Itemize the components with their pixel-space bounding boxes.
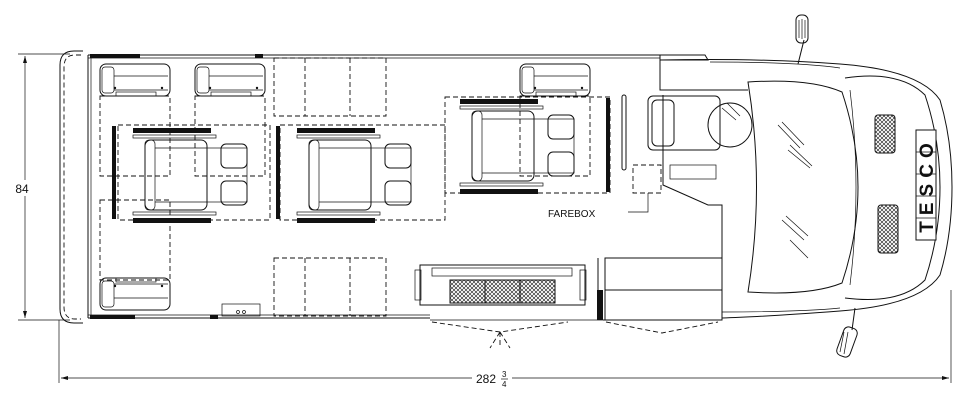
driver-seat	[647, 95, 753, 151]
floor-area-bottom	[273, 257, 387, 317]
passenger-seat	[194, 63, 266, 97]
farebox	[632, 164, 662, 194]
wheelchair	[132, 127, 248, 224]
farebox-label: FAREBOX	[548, 209, 596, 220]
length-dimension-whole: 282	[476, 372, 496, 386]
wheelchair-bay	[279, 124, 446, 221]
wheelchair-lift	[414, 264, 587, 306]
rear-door-swing	[431, 321, 569, 349]
bus-body	[87, 54, 722, 321]
wheelchair	[459, 98, 575, 195]
heater-box	[221, 303, 261, 317]
front-door-swing	[605, 321, 719, 334]
hood	[844, 75, 941, 301]
side-mirror-top	[795, 14, 809, 65]
passenger-seat	[99, 277, 171, 311]
length-dimension-fraction-numerator: 3	[502, 370, 507, 379]
side-mirror-bottom	[836, 307, 858, 358]
passenger-seat	[99, 63, 171, 97]
tesco-logo: TESCO	[915, 129, 938, 241]
wheelchair	[296, 127, 412, 224]
width-dimension-label: 84	[15, 182, 29, 196]
grille	[874, 114, 896, 154]
grille	[877, 204, 899, 254]
tesco-logo-text: TESCO	[917, 137, 938, 232]
windshield	[747, 80, 859, 294]
passenger-seat	[519, 63, 591, 97]
cab	[659, 54, 953, 319]
rear-bumper	[59, 50, 83, 324]
floor-area-top	[273, 57, 387, 117]
length-dimension-fraction-denominator: 4	[502, 380, 507, 389]
